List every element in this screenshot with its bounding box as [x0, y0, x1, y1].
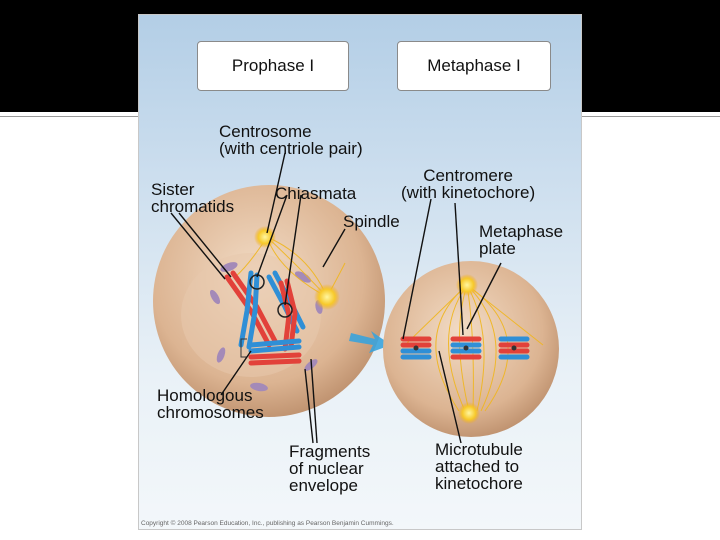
homologous-bracket [240, 338, 247, 358]
label-microtubule-attached: Microtubule attached to kinetochore [435, 440, 523, 493]
leader-sister-chromatids-1 [170, 212, 226, 280]
label-metaphase-plate: Metaphase plate [479, 222, 564, 258]
leader-fragments-2 [310, 358, 318, 444]
label-centromere: Centromere (with kinetochore) [401, 166, 536, 202]
leader-centromere-2 [454, 202, 464, 336]
phase-label-metaphase: Metaphase I [397, 41, 551, 91]
transition-arrow [349, 331, 391, 353]
leader-metaphase-plate [466, 262, 502, 330]
metaphase-chromosomes [400, 336, 530, 360]
meiosis-illustration [153, 152, 559, 444]
centrosome-metaphase-top [456, 274, 478, 296]
leader-microtubule [438, 350, 462, 444]
copyright-notice: Copyright © 2008 Pearson Education, Inc.… [141, 520, 394, 527]
label-fragments-nuclear-envelope: Fragments of nuclear envelope [289, 442, 371, 495]
slide-rule-left [0, 116, 138, 117]
centrosome-top [254, 226, 276, 248]
leader-chiasmata-1 [256, 194, 288, 278]
phase-label-prophase: Prophase I [197, 41, 349, 91]
leader-centromere-1 [402, 198, 432, 340]
leader-lines [170, 152, 502, 444]
label-homologous-chromosomes: Homologous chromosomes [157, 386, 264, 422]
leader-fragments-1 [304, 368, 314, 444]
meiosis-figure-panel: Prophase I Metaphase I Centrosome (with … [138, 14, 582, 530]
centrosome-right [314, 284, 340, 310]
kinetochores [413, 345, 517, 351]
slide-rule-right [582, 116, 720, 117]
phase-label-prophase-text: Prophase I [231, 56, 315, 75]
centrosome-metaphase-bottom [458, 402, 480, 424]
leader-chiasmata-2 [284, 194, 302, 306]
label-chiasmata: Chiasmata [275, 184, 357, 203]
label-spindle: Spindle [343, 212, 400, 231]
leader-spindle [322, 228, 346, 268]
leader-homologous [220, 350, 252, 396]
leader-sister-chromatids-2 [178, 212, 232, 278]
label-centrosome: Centrosome (with centriole pair) [219, 122, 363, 158]
leader-centrosome [266, 152, 286, 234]
label-sister-chromatids: Sister chromatids [151, 180, 235, 216]
phase-label-metaphase-text: Metaphase I [427, 56, 521, 75]
